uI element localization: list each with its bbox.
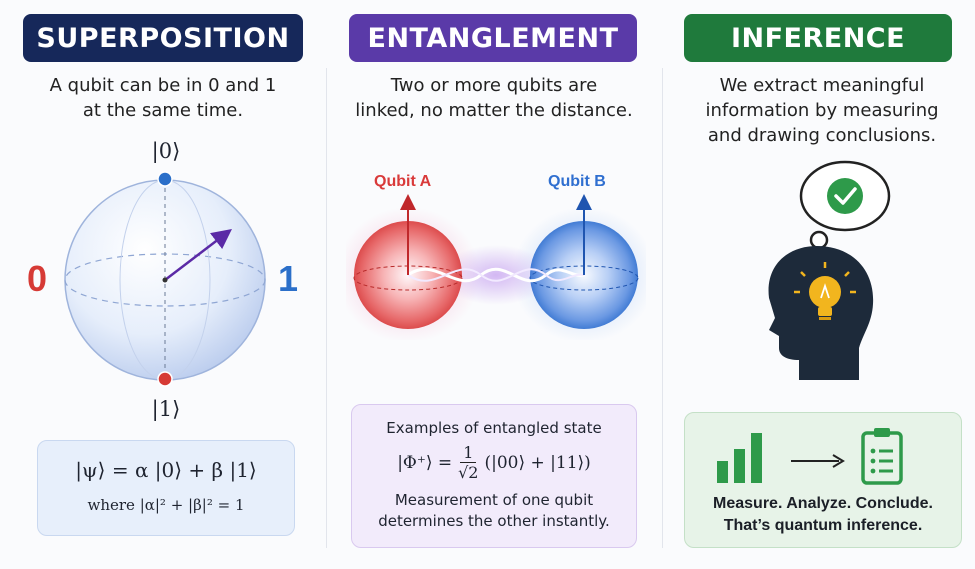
entangled-qubits-illustration [346, 194, 646, 340]
north-pole-dot [157, 171, 173, 187]
divider-right [662, 68, 663, 548]
one-state-label: 1 [278, 258, 299, 299]
note-line1: Measurement of one qubit [394, 491, 594, 509]
bar-chart-icon [717, 433, 762, 483]
summary-line1: Measure. Analyze. Conclude. [713, 495, 933, 512]
zero-state-label: 0 [27, 258, 48, 299]
superposition-banner: SUPERPOSITION [23, 14, 303, 62]
superposition-desc-line1: A qubit can be in 0 and 1 [49, 75, 277, 96]
superposition-equation-box: |ψ⟩ = α |0⟩ + β |1⟩ where |α|² + |β|² = … [37, 440, 295, 536]
inference-icons-row [717, 428, 903, 485]
entanglement-desc-line2: linked, no matter the distance. [355, 100, 633, 121]
thinking-head-illustration [768, 160, 891, 380]
entangled-state-title: Examples of entangled state [386, 419, 602, 437]
divider-left [326, 68, 327, 548]
superposition-title: SUPERPOSITION [36, 22, 290, 54]
clipboard-icon [861, 428, 903, 485]
inference-summary-text: Measure. Analyze. Conclude. That’s quant… [685, 493, 961, 537]
entanglement-link-b [407, 268, 585, 282]
inference-summary-box: Measure. Analyze. Conclude. That’s quant… [684, 412, 962, 548]
entanglement-title: ENTANGLEMENT [367, 22, 619, 54]
bloch-sphere [64, 171, 266, 387]
inference-desc-line2: information by measuring [705, 100, 939, 121]
bell-state-rhs: (|00⟩ + |11⟩) [484, 452, 591, 473]
entanglement-glow [441, 245, 551, 305]
check-icon [827, 178, 863, 214]
ket-zero-label: |0⟩ [151, 139, 181, 163]
state-vector-arrow [164, 228, 232, 281]
inference-desc-line1: We extract meaningful [719, 75, 925, 96]
superposition-panel: SUPERPOSITION A qubit can be in 0 and 1 … [0, 0, 326, 569]
qubit-a-label: Qubit A [374, 173, 432, 190]
entangled-state-box: Examples of entangled state |Φ⁺⟩ = 1 √2 … [351, 404, 637, 548]
superposition-description: A qubit can be in 0 and 1 at the same ti… [0, 73, 326, 123]
inference-desc-line3: and drawing conclusions. [707, 125, 937, 146]
entanglement-link-a [407, 267, 585, 283]
superposition-desc-line2: at the same time. [82, 100, 244, 121]
sphere-center [162, 277, 168, 283]
thought-bubble-dot-large [809, 230, 829, 250]
entanglement-banner: ENTANGLEMENT [349, 14, 637, 62]
ket-one-label: |1⟩ [151, 397, 181, 421]
entanglement-panel: ENTANGLEMENT Two or more qubits are link… [326, 0, 662, 569]
inference-panel: INFERENCE We extract meaningful informat… [662, 0, 975, 569]
summary-line2: That’s quantum inference. [723, 517, 923, 534]
arrow-icon [791, 454, 845, 468]
fraction-numerator: 1 [460, 443, 477, 463]
south-pole-dot [157, 371, 173, 387]
note-line2: determines the other instantly. [378, 512, 610, 530]
inference-banner: INFERENCE [684, 14, 952, 62]
bell-state-equation: |Φ⁺⟩ = 1 √2 (|00⟩ + |11⟩) [352, 443, 636, 482]
qubit-b-label: Qubit B [548, 173, 606, 190]
entangled-state-note: Measurement of one qubit determines the … [352, 490, 636, 532]
inference-description: We extract meaningful information by mea… [662, 73, 975, 148]
bell-state-lhs: |Φ⁺⟩ = [397, 452, 453, 473]
entanglement-desc-line1: Two or more qubits are [390, 75, 598, 96]
bell-state-fraction: 1 √2 [458, 443, 478, 482]
superposition-constraint: where |α|² + |β|² = 1 [87, 496, 245, 514]
lightbulb-icon [794, 262, 856, 320]
entanglement-description: Two or more qubits are linked, no matter… [326, 73, 662, 123]
superposition-equation: |ψ⟩ = α |0⟩ + β |1⟩ [75, 458, 257, 482]
inference-title: INFERENCE [730, 22, 906, 54]
fraction-denominator: √2 [458, 463, 479, 482]
